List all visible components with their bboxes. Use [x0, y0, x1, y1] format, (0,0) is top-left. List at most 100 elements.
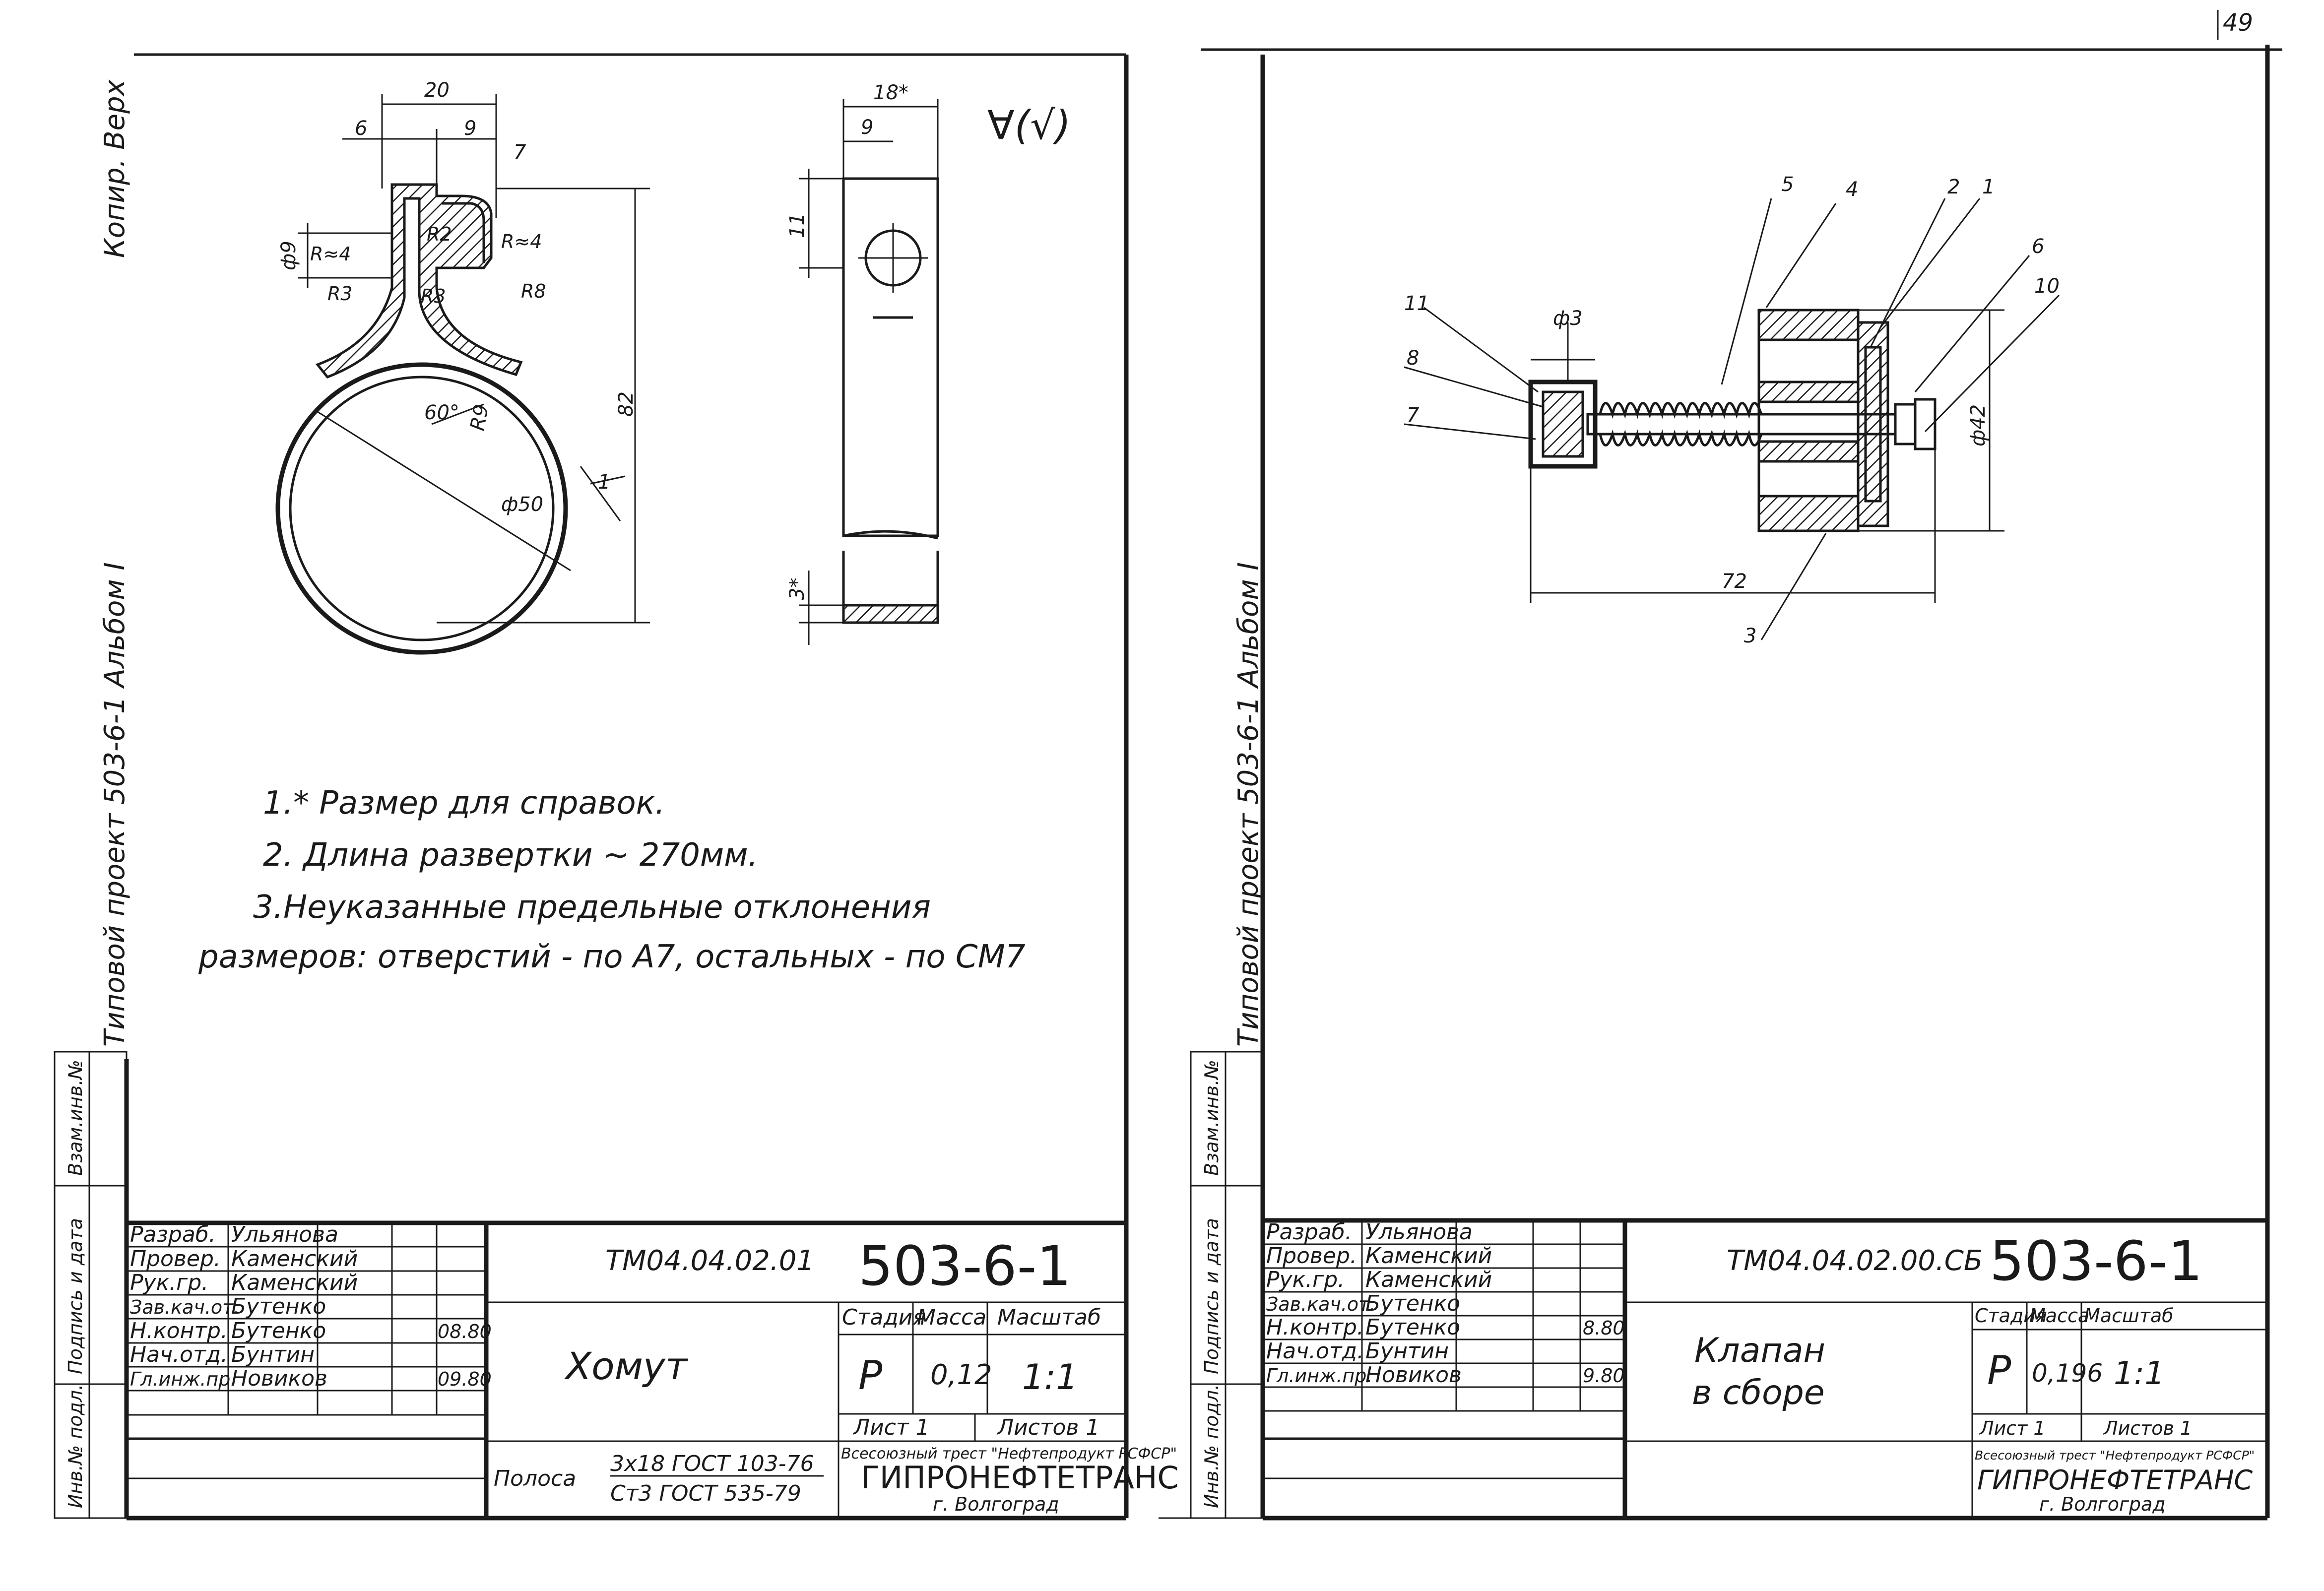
spring: [1599, 402, 1763, 446]
callout-2: 2: [1947, 176, 1960, 198]
left-row-name-3: Бутенко: [231, 1294, 326, 1319]
left-stage: Р: [858, 1352, 883, 1399]
callout-5: 5: [1781, 173, 1794, 196]
valve-assembly-view: 5 4 2 1 6 10 11 8 7 3 ф3 ф42 72: [1404, 173, 2060, 647]
dim-r8: R8: [521, 280, 546, 302]
callout-7: 7: [1407, 404, 1420, 427]
right-stage: Р: [1987, 1347, 2011, 1394]
callout-10: 10: [2034, 275, 2060, 298]
dim-11: 11: [786, 213, 809, 238]
dim-1: 1: [598, 471, 610, 494]
dim-72: 72: [1722, 570, 1747, 593]
right-row-name-0: Ульянова: [1365, 1219, 1473, 1245]
right-stage-label: Стадия: [1975, 1305, 2047, 1327]
right-side-label-project: Типовой проект 503-6-1 Альбом I: [1232, 562, 1265, 1047]
technical-notes: 1.* Размер для справок. 2. Длина разверт…: [198, 785, 1026, 975]
left-mass: 0,12: [930, 1359, 992, 1391]
dim-60deg: 60°: [424, 401, 459, 424]
dim-r3-left: R3: [327, 283, 353, 305]
right-sheet-label: Лист 1: [1979, 1417, 2046, 1439]
left-row-role-4: Н.контр.: [130, 1318, 228, 1343]
dim-6: 6: [355, 117, 367, 140]
left-sheets-label: Листов 1: [996, 1415, 1099, 1440]
callout-3: 3: [1744, 625, 1756, 647]
left-row-name-6: Новиков: [231, 1366, 327, 1391]
left-row-date-6: 09.80: [438, 1368, 492, 1390]
dim-r4-left: R≈4: [310, 243, 351, 265]
left-stamp-sign: Подпись и дата: [65, 1218, 86, 1374]
left-material-label: Полоса: [494, 1466, 576, 1491]
right-row-date-4: 8.80: [1583, 1317, 1625, 1339]
dim-18: 18*: [873, 81, 908, 104]
right-row-role-5: Нач.отд.: [1266, 1338, 1364, 1364]
left-row-date-4: 08.80: [438, 1321, 492, 1342]
left-side-stamp: Инв.№ подл. Подпись и дата Взам.инв.№: [54, 1051, 128, 1519]
right-title-block: Разраб. Ульянова Провер. Каменский Рук.г…: [1263, 1218, 2267, 1518]
left-row-role-1: Провер.: [130, 1246, 221, 1272]
left-row-name-0: Ульянова: [231, 1222, 338, 1247]
left-row-role-0: Разраб.: [130, 1222, 216, 1247]
left-scale-label: Масштаб: [997, 1305, 1101, 1330]
dim-r3-mid: R3: [421, 285, 446, 307]
dim-r9: R9: [466, 402, 494, 432]
dim-82: 82: [615, 391, 638, 417]
right-scale: 1:1: [2114, 1355, 2165, 1392]
left-row-role-3: Зав.кач.от.: [130, 1296, 239, 1318]
note-3: 3.Неуказанные предельные отклонения: [253, 889, 931, 926]
right-part-name-1: Клапан: [1694, 1331, 1825, 1370]
left-org-name: ГИПРОНЕФТЕТРАНС: [861, 1460, 1179, 1496]
page-number: 49: [2223, 9, 2253, 37]
left-side-label-top: Копир. Верх: [99, 79, 131, 258]
dim-9-side: 9: [861, 116, 873, 139]
callout-8: 8: [1407, 347, 1419, 370]
right-row-name-4: Бутенко: [1365, 1315, 1460, 1340]
dim-20: 20: [424, 79, 450, 102]
left-row-name-1: Каменский: [231, 1246, 358, 1272]
right-stamp-replace: Взам.инв.№: [1201, 1060, 1223, 1176]
left-scale: 1:1: [1022, 1357, 1078, 1398]
dim-7: 7: [514, 141, 526, 164]
right-part-name-2: в сборе: [1692, 1373, 1825, 1412]
right-row-name-3: Бутенко: [1365, 1291, 1460, 1316]
left-row-role-6: Гл.инж.пр.: [130, 1368, 236, 1390]
right-row-role-1: Провер.: [1266, 1243, 1357, 1269]
right-sheets-label: Листов 1: [2103, 1417, 2192, 1439]
left-side-label-project: Типовой проект 503-6-1 Альбом I: [99, 562, 131, 1047]
right-row-name-2: Каменский: [1365, 1267, 1492, 1292]
right-row-name-5: Бунтин: [1365, 1338, 1449, 1364]
right-sheet: Типовой проект 503-6-1 Альбом I Инв.№ по…: [1159, 45, 2282, 1521]
right-stamp-sign: Подпись и дата: [1201, 1218, 1223, 1374]
left-project-number: 503-6-1: [858, 1234, 1071, 1298]
left-title-block: Разраб. Ульянова Провер. Каменский Рук.г…: [127, 1220, 1179, 1518]
roughness-symbol: ∀(√): [987, 102, 1071, 148]
right-row-role-0: Разраб.: [1266, 1219, 1352, 1245]
left-sheet-label: Лист 1: [852, 1415, 929, 1440]
right-row-role-3: Зав.кач.от.: [1266, 1293, 1375, 1315]
left-stage-label: Стадия: [842, 1305, 926, 1330]
callout-6: 6: [2032, 235, 2044, 258]
left-stamp-inv: Инв.№ подл.: [65, 1384, 86, 1508]
dim-9: 9: [464, 117, 476, 140]
left-org-line1: Всесоюзный трест "Нефтепродукт РСФСР": [841, 1445, 1177, 1463]
right-project-number: 503-6-1: [1990, 1229, 2202, 1293]
right-row-name-1: Каменский: [1365, 1243, 1492, 1269]
left-row-role-5: Нач.отд.: [130, 1342, 228, 1367]
note-3-cont: размеров: отверстий - по А7, остальных -…: [198, 939, 1026, 975]
right-org-line1: Всесоюзный трест "Нефтепродукт РСФСР": [1975, 1448, 2255, 1463]
left-material-line1: 3х18 ГОСТ 103-76: [610, 1451, 814, 1476]
left-row-name-4: Бутенко: [231, 1318, 326, 1343]
right-scale-label: Масштаб: [2084, 1305, 2174, 1327]
left-stamp-replace: Взам.инв.№: [65, 1060, 86, 1176]
dim-3: 3*: [786, 578, 809, 600]
right-org-city: г. Волгоград: [2039, 1493, 2166, 1515]
note-2: 2. Длина развертки ~ 270мм.: [263, 837, 758, 874]
right-org-name: ГИПРОНЕФТЕТРАНС: [1977, 1464, 2253, 1496]
right-row-name-6: Новиков: [1365, 1362, 1462, 1388]
note-1: 1.* Размер для справок.: [263, 785, 665, 822]
left-part-name: Хомут: [564, 1344, 689, 1388]
dim-phi42: ф42: [1967, 404, 1990, 446]
right-mass: 0,196: [2032, 1359, 2103, 1388]
left-mass-label: Масса: [917, 1305, 986, 1330]
clamp-side-view: 18* 9 11 3* ∀(√): [786, 81, 1071, 645]
